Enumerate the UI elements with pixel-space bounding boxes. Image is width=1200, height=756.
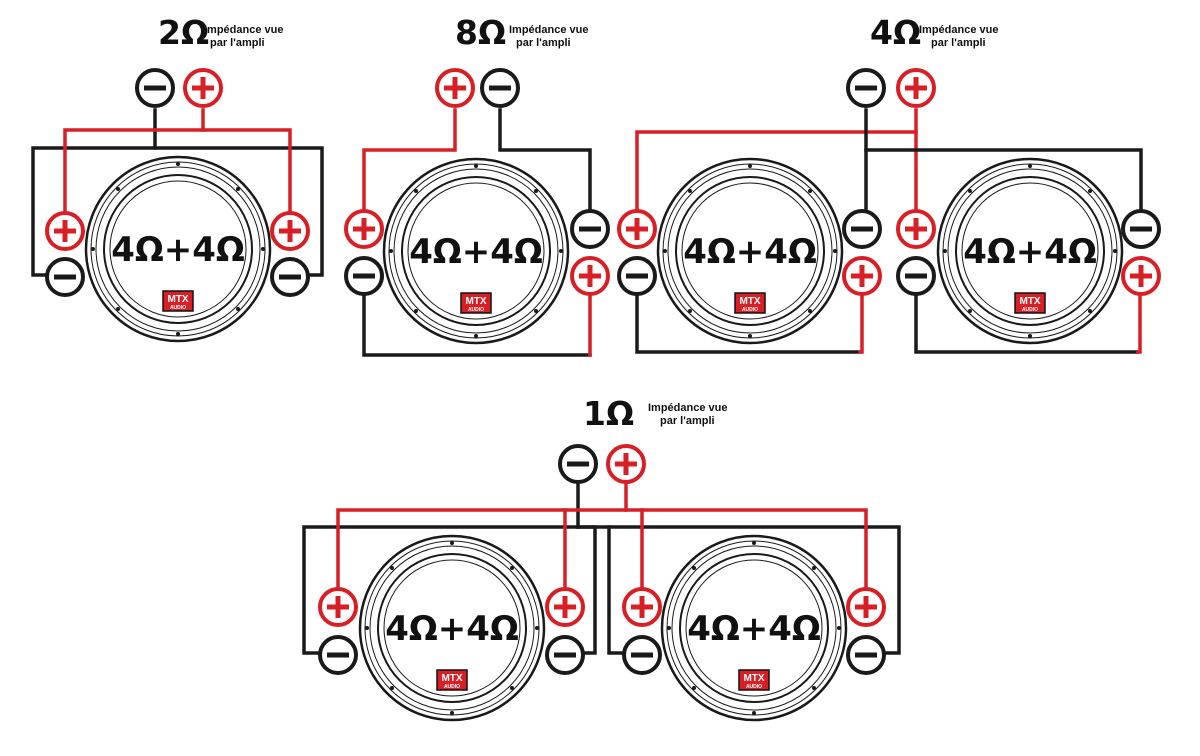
coil-positive-terminal (848, 589, 884, 625)
svg-text:AUDIO: AUDIO (746, 684, 762, 690)
amp-negative-terminal (137, 70, 173, 106)
coil-negative-terminal (1123, 211, 1159, 247)
svg-text:AUDIO: AUDIO (742, 307, 758, 313)
coil-negative-terminal (272, 259, 308, 295)
diagram-4-ohm: 4Ω Impédance vue par l'ampli 4Ω+4Ω MTX A… (619, 13, 1159, 354)
svg-text:AUDIO: AUDIO (444, 684, 460, 690)
svg-text:MTX: MTX (739, 296, 760, 307)
coil-positive-terminal (572, 258, 608, 294)
speaker-label: 4Ω+4Ω (111, 230, 245, 270)
subwoofer: 4Ω+4Ω MTX AUDIO (660, 534, 848, 722)
mtx-logo: MTX AUDIO (738, 669, 770, 691)
amp-positive-terminal (185, 70, 221, 106)
impedance-value: 1Ω (583, 394, 634, 433)
coil-positive-terminal (320, 589, 356, 625)
wiring (302, 483, 901, 655)
wiring (635, 108, 1143, 354)
diagram-8-ohm: 8Ω Impédance vue par l'ampli 4Ω+4Ω MTX A… (346, 13, 608, 357)
subwoofer: 4Ω+4Ω MTX AUDIO (382, 157, 570, 345)
coil-positive-terminal (898, 211, 934, 247)
amp-negative-terminal (482, 70, 518, 106)
coil-positive-terminal (272, 213, 308, 249)
impedance-caption-line2: par l'ampli (660, 415, 715, 427)
amp-negative-terminal (848, 70, 884, 106)
svg-text:MTX: MTX (167, 294, 188, 305)
speaker-label: 4Ω+4Ω (963, 232, 1097, 272)
diagram-1-ohm: 1Ω Impédance vue par l'ampli 4Ω+4Ω MTX A… (302, 394, 901, 722)
impedance-caption-line2: par l'ampli (516, 37, 571, 49)
impedance-caption-line1: Impédance vue (919, 24, 998, 36)
coil-negative-terminal (844, 211, 880, 247)
amp-positive-terminal (898, 70, 934, 106)
subwoofer: 4Ω+4Ω MTX AUDIO (656, 157, 844, 345)
coil-negative-terminal (346, 258, 382, 294)
amp-positive-terminal (608, 446, 644, 482)
mtx-logo: MTX AUDIO (436, 669, 468, 691)
svg-text:MTX: MTX (1019, 296, 1040, 307)
coil-negative-terminal (47, 259, 83, 295)
speaker-label: 4Ω+4Ω (687, 609, 821, 649)
impedance-value: 4Ω (870, 13, 921, 52)
wiring (362, 108, 592, 357)
coil-positive-terminal (844, 258, 880, 294)
speaker-label: 4Ω+4Ω (683, 232, 817, 272)
coil-positive-terminal (1123, 258, 1159, 294)
amp-negative-terminal (560, 446, 596, 482)
mtx-logo: MTX AUDIO (162, 290, 194, 312)
coil-negative-terminal (619, 258, 655, 294)
coil-negative-terminal (320, 637, 356, 673)
mtx-logo: MTX AUDIO (1014, 292, 1046, 314)
coil-positive-terminal (346, 211, 382, 247)
coil-positive-terminal (47, 213, 83, 249)
amp-positive-terminal (437, 70, 473, 106)
wiring (31, 108, 324, 277)
coil-negative-terminal (848, 637, 884, 673)
subwoofer: 4Ω+4Ω MTX AUDIO (358, 534, 546, 722)
coil-negative-terminal (898, 258, 934, 294)
speaker-label: 4Ω+4Ω (385, 609, 519, 649)
coil-negative-terminal (547, 637, 583, 673)
mtx-logo: MTX AUDIO (734, 292, 766, 314)
svg-text:MTX: MTX (743, 673, 764, 684)
svg-text:MTX: MTX (441, 673, 462, 684)
mtx-logo: MTX AUDIO (460, 292, 492, 314)
diagram-2-ohm: 2Ω Impédance vue par l'ampli 4Ω+4Ω MTX A… (31, 13, 324, 343)
coil-positive-terminal (547, 589, 583, 625)
subwoofer: 4Ω+4Ω MTX AUDIO (84, 155, 272, 343)
impedance-caption-line2: par l'ampli (210, 37, 265, 49)
impedance-caption-line1: Impédance vue (648, 402, 727, 414)
coil-positive-terminal (624, 589, 660, 625)
impedance-value: 2Ω (158, 13, 209, 52)
speaker-label: 4Ω+4Ω (409, 232, 543, 272)
impedance-value: 8Ω (455, 13, 506, 52)
svg-text:MTX: MTX (465, 296, 486, 307)
coil-negative-terminal (624, 637, 660, 673)
coil-positive-terminal (619, 211, 655, 247)
impedance-caption-line2: par l'ampli (931, 37, 986, 49)
subwoofer: 4Ω+4Ω MTX AUDIO (936, 157, 1124, 345)
impedance-caption-line1: Impédance vue (509, 24, 588, 36)
coil-negative-terminal (572, 211, 608, 247)
svg-text:AUDIO: AUDIO (1022, 307, 1038, 313)
svg-text:AUDIO: AUDIO (170, 305, 186, 311)
impedance-caption-line1: Impédance vue (204, 24, 283, 36)
svg-text:AUDIO: AUDIO (468, 307, 484, 313)
